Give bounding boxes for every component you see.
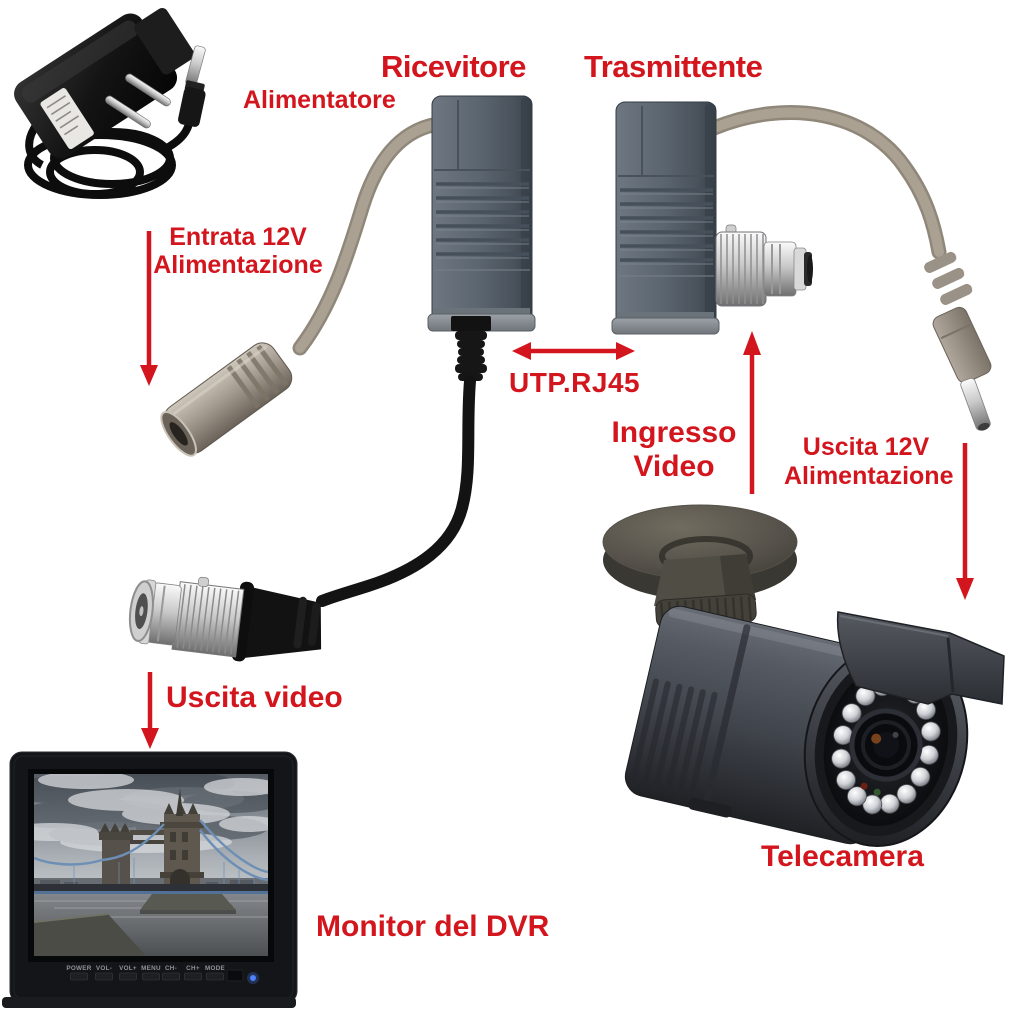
receiver-video-cable [316, 316, 491, 607]
power-output-label: Uscita 12V Alimentazione [784, 433, 954, 491]
monitor-button-label: MODE [205, 965, 225, 972]
monitor-button-label: VOL+ [119, 965, 137, 972]
bridge-cables [34, 819, 268, 882]
receiver-title: Ricevitore [381, 49, 526, 84]
power-output-line2: Alimentazione [784, 462, 954, 490]
monitor-button-label: CH- [165, 965, 177, 972]
monitor-button-label: VOL- [96, 965, 112, 972]
bnc-connector-right [715, 224, 813, 307]
video-input-label: Ingresso Video [598, 416, 750, 484]
bnc-connector-left [128, 576, 322, 662]
utp-link-arrow [512, 342, 635, 360]
monitor-stand-base [2, 997, 296, 1008]
monitor-button-label: CH+ [186, 965, 200, 972]
bnc-knurl [715, 231, 767, 307]
video-output-arrow [141, 672, 159, 749]
monitor-button-label: MENU [141, 965, 161, 972]
bridge-pier [140, 894, 236, 910]
utp-cable-label: UTP.RJ45 [509, 367, 641, 398]
tower-bridge-image [34, 774, 268, 956]
receiver-balun [427, 95, 536, 332]
power-output-line1: Uscita 12V [802, 433, 930, 461]
camera-sunshield [836, 611, 1005, 705]
monitor-buttons [70, 972, 224, 981]
eu-plug-pin [105, 95, 151, 129]
bridge-deck [34, 884, 268, 891]
eu-plug-face [134, 7, 195, 75]
camera-lens [849, 708, 923, 782]
transmitter-balun [611, 101, 720, 335]
video-input-line2: Video [633, 450, 715, 483]
receiver-ribs [436, 182, 529, 259]
monitor-button-label: POWER [66, 965, 91, 972]
camera-ir-sensor [860, 782, 868, 790]
power-input-label: Entrata 12V Alimentazione [148, 223, 328, 279]
power-adapter-label: Alimentatore [243, 86, 396, 114]
power-input-arrow [140, 231, 158, 386]
power-output-arrow [956, 443, 974, 600]
transmitter-title: Trasmittente [584, 49, 763, 84]
dc-female-socket [160, 342, 293, 457]
power-adapter [14, 7, 206, 199]
video-input-arrow [743, 331, 761, 494]
power-input-line2: Alimentazione [153, 251, 323, 279]
receiver-power-cable [292, 116, 446, 356]
monitor-controls: POWER VOL- VOL+ MENU CH- CH+ MODE [66, 965, 259, 984]
video-output-label: Uscita video [166, 681, 343, 714]
transmitter-power-cable [706, 105, 947, 260]
camera-body-ribs [628, 678, 718, 804]
bridge-towers [99, 788, 204, 892]
dc-male-plug [924, 251, 992, 431]
eu-plug-pin [125, 73, 171, 107]
embankment [34, 914, 146, 956]
video-input-line1: Ingresso [611, 416, 737, 449]
monitor-label: Monitor del DVR [316, 910, 550, 943]
power-input-line1: Entrata 12V [169, 223, 307, 251]
cable-strain-relief [455, 331, 487, 381]
transmitter-ribs [620, 188, 713, 265]
camera-label: Telecamera [761, 840, 924, 873]
camera-light-sensor [873, 788, 881, 796]
monitor-power-led [250, 975, 256, 981]
camera [602, 504, 1005, 848]
monitor: POWER VOL- VOL+ MENU CH- CH+ MODE [2, 751, 298, 1008]
monitor-ir-window [226, 969, 244, 982]
adapter-label [40, 88, 94, 150]
adapter-dc-plug [178, 45, 206, 127]
